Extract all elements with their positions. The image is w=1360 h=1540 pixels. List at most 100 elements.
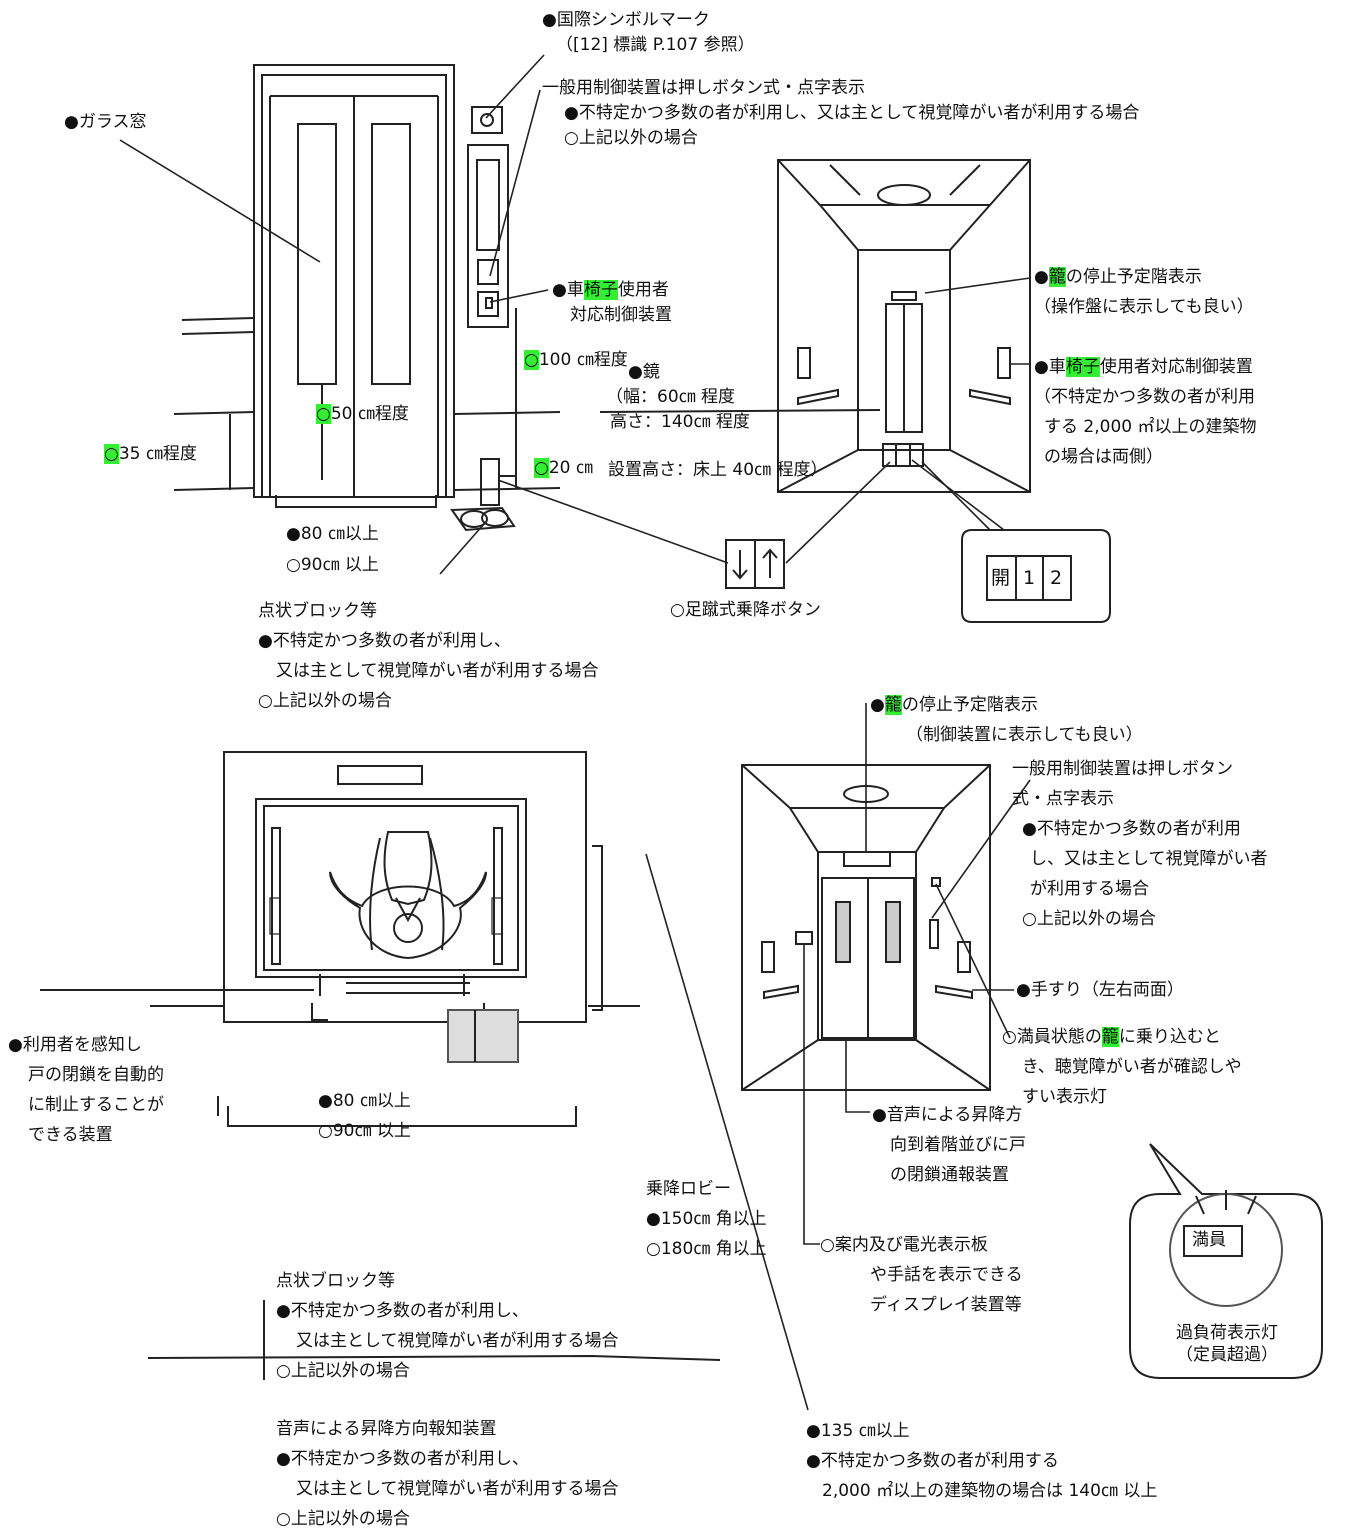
lobby-line3: ○180㎝ 角以上 [646,1239,767,1259]
door-width-top-label: ●80 ㎝以上 ○90㎝ 以上 [286,522,379,578]
wheelchair-control-right-label: ●車椅子使用者対応制御装置 （不特定かつ多数の者が利用 する 2,000 ㎡以上… [1034,352,1256,472]
tactile-block-top-line1: 点状ブロック等 [258,601,377,621]
floor-indicator-bottom-line2: （制御装置に表示しても良い） [906,725,1143,745]
height-50-mark: ○ [316,404,331,424]
full-lamp-pre: ○満員状態の [1002,1027,1102,1047]
height-20-text: 20 ㎝ [548,458,593,478]
car-interior-top [777,159,1031,493]
tactile-block-bottom-line2: ●不特定かつ多数の者が利用し、 [276,1301,529,1321]
general-control-bottom-label: 一般用制御装置は押しボタン 式・点字表示 ●不特定かつ多数の者が利用 し、又は主… [1012,754,1268,934]
sensor-label: ●利用者を感知し 戸の閉鎖を自動的 に制止することが できる装置 [8,1030,164,1150]
elevator-door-elevation [173,64,881,508]
bottom-right-leader-lines [803,703,1031,1245]
tactile-block-bottom-line3: 又は主として視覚障がい者が利用する場合 [296,1331,619,1351]
height-50-label: ○50 ㎝程度 [316,402,409,427]
wheelchair-control-right-hl: 椅子 [1065,357,1100,377]
display-board-label: ○案内及び電光表示板 や手話を表示できる ディスプレイ装置等 [820,1230,1023,1320]
top-leader-lines [119,54,1031,575]
floor-indicator-bottom-pre: ● [870,695,885,715]
general-control-bottom-line6: ○上記以外の場合 [1022,909,1156,929]
full-lamp-line3: すい表示灯 [1022,1087,1107,1107]
floor-indicator-bottom-label: ●籠の停止予定階表示 （制御装置に表示しても良い） [870,690,1143,750]
overload-label: 過負荷表示灯 （定員超過） [1168,1322,1286,1366]
symbol-mark-line1: ●国際シンボルマーク [542,10,710,30]
handrail-label: ●手すり（左右両面） [1016,980,1184,1000]
tactile-block-top-line2: ●不特定かつ多数の者が利用し、 [258,631,511,651]
voice-notice-label: 音声による昇降方向報知装置 ●不特定かつ多数の者が利用し、 又は主として視覚障が… [276,1414,619,1534]
callout-panel-top [961,529,1111,623]
general-control-top-label: 一般用制御装置は押しボタン式・点字表示 ●不特定かつ多数の者が利用し、又は主とし… [542,76,1139,151]
full-lamp-post: に乗り込むと [1118,1027,1221,1047]
display-board-line3: ディスプレイ装置等 [870,1295,1022,1315]
voice-direction-label: ●音声による昇降方 向到着階並びに戸 の閉鎖通報装置 [872,1100,1026,1190]
symbol-mark-label: ●国際シンボルマーク （[12] 標識 P.107 参照） [542,8,755,58]
floor-indicator-bottom-hl: 籠 [884,695,902,715]
lobby-line1: 乗降ロビー [646,1179,731,1199]
wheelchair-control-right-line2: （不特定かつ多数の者が利用 [1034,387,1255,407]
wheelchair-control-hl: 椅子 [583,280,618,300]
mirror-line3: 高さ：140㎝ 程度 [610,412,750,432]
callout-panel-floor1: 1 [1023,567,1036,589]
full-lamp-label: ○満員状態の籠に乗り込むと き、聴覚障がい者が確認しや すい表示灯 [1002,1022,1242,1112]
full-lamp-line2: き、聴覚障がい者が確認しや [1022,1057,1242,1077]
depth-label: ●135 ㎝以上 ●不特定かつ多数の者が利用する 2,000 ㎡以上の建築物の場… [806,1416,1157,1506]
door-width-top-line2: ○90㎝ 以上 [286,555,379,575]
plan-view [40,751,721,1380]
height-20-mark: ○ [534,458,549,478]
door-width-top-line1: ●80 ㎝以上 [286,524,379,544]
general-control-top-line2: ●不特定かつ多数の者が利用し、又は主として視覚障がい者が利用する場合 [564,103,1140,123]
height-50-text: 50 ㎝程度 [330,404,409,424]
depth-line1: ●135 ㎝以上 [806,1421,910,1441]
foot-button-label: ○足蹴式乗降ボタン [670,600,821,620]
tactile-block-bottom-line4: ○上記以外の場合 [276,1361,410,1381]
height-20-label: ○20 ㎝ [534,456,593,481]
wheelchair-control-right-line4: の場合は両側） [1044,447,1163,467]
floor-indicator-top-post: の停止予定階表示 [1065,267,1202,287]
wheelchair-control-right-line3: する 2,000 ㎡以上の建築物 [1044,417,1257,437]
floor-indicator-top-line2: （操作盤に表示しても良い） [1034,297,1254,317]
general-control-bottom-line2: 式・点字表示 [1012,789,1114,809]
floor-indicator-bottom-post: の停止予定階表示 [901,695,1038,715]
tactile-block-top-line4: ○上記以外の場合 [258,691,392,711]
foot-button-top [450,458,517,532]
full-lamp-hl: 籠 [1101,1027,1119,1047]
sensor-line2: 戸の閉鎖を自動的 [28,1065,164,1085]
callout-panel-floor2: 2 [1050,567,1063,589]
height-100-text: 100 ㎝程度 [538,350,628,370]
height-35-label: ○35 ㎝程度 [104,442,197,467]
sensor-line1: ●利用者を感知し [8,1035,142,1055]
height-35-mark: ○ [104,444,119,464]
voice-direction-line2: 向到着階並びに戸 [890,1135,1026,1155]
control-panel-top [467,106,517,475]
car-interior-bottom [741,764,991,1091]
symbol-mark-line2: （[12] 標識 P.107 参照） [556,35,755,55]
general-control-top-line3: ○上記以外の場合 [564,128,698,148]
foot-button-symbol [725,539,785,589]
callout-panel-open: 開 [991,567,1011,589]
sensor-line4: できる装置 [28,1125,113,1145]
mirror-line1: ●鏡 [628,362,660,382]
mirror-line2: （幅：60㎝ 程度 [606,387,736,407]
voice-notice-line3: 又は主として視覚障がい者が利用する場合 [296,1479,619,1499]
wheelchair-control-right-post: 使用者対応制御装置 [1099,357,1253,377]
mirror-line4: 設置高さ：床上 40㎝ 程度） [608,460,828,480]
general-control-bottom-line4: し、又は主として視覚障がい者 [1030,849,1268,869]
wheelchair-control-label: ●車椅子使用者 対応制御装置 [552,278,672,328]
lobby-label: 乗降ロビー ●150㎝ 角以上 ○180㎝ 角以上 [646,1174,767,1264]
glass-window-label: ●ガラス窓 [64,112,147,132]
wheelchair-control-pre: ●車 [552,280,584,300]
height-35-text: 35 ㎝程度 [118,444,197,464]
voice-notice-line2: ●不特定かつ多数の者が利用し、 [276,1449,529,1469]
door-width-bottom-line2: ○90㎝ 以上 [318,1121,411,1141]
overload-sign: 満員 [1192,1230,1226,1250]
height-100-label: ○100 ㎝程度 [524,348,628,373]
voice-direction-line3: の閉鎖通報装置 [890,1165,1009,1185]
floor-indicator-top-pre: ● [1034,267,1049,287]
tactile-block-bottom-label: 点状ブロック等 ●不特定かつ多数の者が利用し、 又は主として視覚障がい者が利用す… [276,1266,619,1386]
depth-line2: ●不特定かつ多数の者が利用する [806,1451,1059,1471]
general-control-bottom-line1: 一般用制御装置は押しボタン [1012,759,1233,779]
voice-notice-line4: ○上記以外の場合 [276,1509,410,1529]
display-board-line2: や手話を表示できる [870,1265,1023,1285]
voice-notice-line1: 音声による昇降方向報知装置 [276,1419,497,1439]
overload-line2: （定員超過） [1176,1345,1278,1365]
